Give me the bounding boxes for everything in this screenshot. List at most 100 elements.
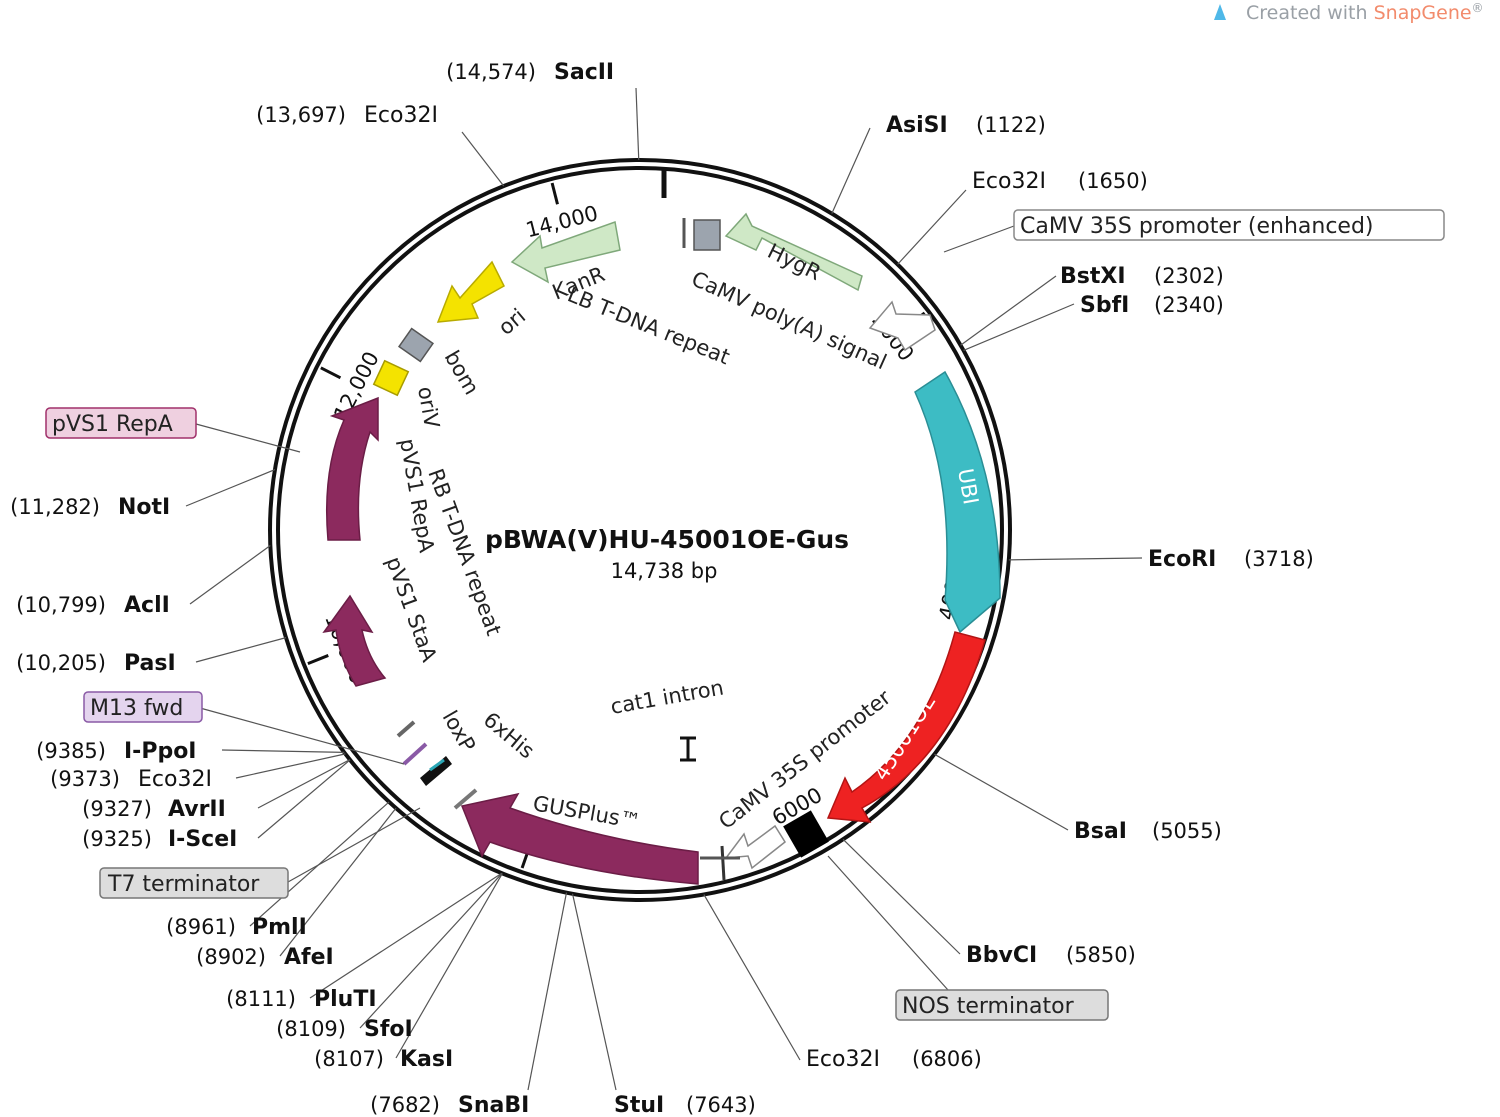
site-name-avrii: AvrII [168,797,226,822]
site-leader-lines [185,87,1143,1091]
boxed-callouts: CaMV 35S promoter (enhanced) NOS termina… [45,209,1445,1021]
callout-t7-terminator-box [99,867,289,899]
site-pos-ecori: (3718) [1244,547,1314,571]
site-pos-pluti: (8111) [226,987,296,1011]
site-pos-asisi: (1122) [976,113,1046,137]
cat1-intron-symbol [680,736,696,762]
site-pos-avrii: (9327) [82,797,152,821]
svg-text:Created with SnapGene®: Created with SnapGene® [1246,1,1484,24]
label-ori: ori [494,304,530,340]
site-leader-line [185,469,276,507]
feature-m13-marker [402,742,428,766]
site-leader-line [897,189,967,265]
feature-lb-tdna-box [693,219,721,251]
callout-leader-line [287,807,421,883]
feature-bom-box [397,327,435,363]
site-leader-line [1008,557,1143,561]
site-leader-line [195,637,287,663]
feature-hygr-arrow [724,212,863,292]
tick-mark [550,182,559,205]
site-name-bbvci: BbvCI [966,943,1037,968]
backbone-outer-strand [268,158,1012,902]
callout-nos-terminator-box [895,989,1109,1021]
callout-camv35s-enhanced: CaMV 35S promoter (enhanced) [1020,214,1374,239]
label-cat1-intron: cat1 intron [609,675,726,719]
feature-nos-terminator-box [783,810,829,858]
site-leader-line [934,753,1069,831]
callout-m13-fwd: M13 fwd [90,696,183,721]
site-leader-line [309,872,503,999]
feature-oriv-box [372,359,410,397]
site-leader-line [703,894,801,1061]
brand-prefix: Created with [1246,2,1374,24]
tick-mark [307,654,329,666]
site-leader-line [395,873,503,1059]
callout-pvs1-repa-box [45,407,197,439]
snapgene-logo-icon [1214,4,1226,20]
site-name-acli: AclI [124,593,170,618]
feature-arrows [322,212,1001,885]
label-bom: bom [440,347,484,399]
feature-lox-site-marker [453,788,478,810]
site-leader-line [461,131,505,187]
site-leader-line [571,893,617,1091]
site-leader-line [189,545,271,605]
callout-leader-line [943,225,1015,253]
label-loxp: loxP [438,707,480,756]
site-name-sacii: SacII [554,60,614,85]
callout-leader-line [195,423,301,453]
site-pos-eco32i-13697: (13,697) [256,103,346,127]
site-pos-bbvci: (5850) [1066,943,1136,967]
feature-ubi-arrow [914,370,1001,634]
site-leader-line [831,127,871,214]
site-name-ecori: EcoRI [1148,547,1216,572]
site-name-eco32i-9373: Eco32I [138,767,212,792]
site-pos-sfoi: (8109) [276,1017,346,1041]
site-name-pluti: PluTI [314,987,377,1012]
site-pos-sacii: (14,574) [446,60,536,84]
site-leader-line [359,872,503,1029]
site-name-eco32i-1650: Eco32I [972,169,1046,194]
site-pos-pasi: (10,205) [16,651,106,675]
site-pos-eco32i-1650: (1650) [1078,169,1148,193]
site-pos-stui: (7643) [686,1093,756,1117]
site-name-asisi: AsiSI [886,113,948,138]
feature-kanr-arrow [510,220,621,284]
site-labels: (14,574) SacII (13,697) Eco32I AsiSI (11… [10,60,1314,1117]
site-name-pasi: PasI [124,651,176,676]
site-name-kasi: KasI [400,1047,453,1072]
site-name-afei: AfeI [284,945,334,970]
brand-mark: ® [1472,1,1484,15]
feature-rb-tdna-marker [396,720,416,738]
site-name-eco32i-6806: Eco32I [806,1047,880,1072]
site-name-snabi: SnaBI [458,1093,529,1117]
site-leader-line [257,759,351,809]
callout-leader-line [827,855,949,991]
site-name-noti: NotI [118,495,170,520]
site-pos-sbfi: (2340) [1154,293,1224,317]
site-leader-line [842,838,961,955]
label-pvs1-staa: pVS1 StaA [381,554,441,666]
site-name-sfoi: SfoI [364,1017,413,1042]
brand-name: SnapGene [1374,2,1472,24]
site-leader-line [635,87,640,161]
feature-pvs1-staa-arrow [322,594,387,687]
site-name-bsai: BsaI [1074,819,1127,844]
site-pos-i-ppoi: (9385) [36,739,106,763]
callout-leader-line [199,707,405,765]
site-name-i-ppoi: I-PpoI [124,739,197,764]
site-leader-line [235,753,346,779]
site-name-bstxi: BstXI [1060,264,1126,289]
site-pos-noti: (11,282) [10,495,100,519]
site-pos-bsai: (5055) [1152,819,1222,843]
site-leader-line [960,275,1057,346]
site-leader-line [963,303,1075,352]
label-oriv: oriV [413,385,444,431]
site-name-eco32i-13697: Eco32I [364,103,438,128]
callout-pvs1-repa: pVS1 RepA [52,412,173,437]
plasmid-size: 14,738 bp [611,559,718,583]
feature-6xhis-mark [429,758,445,772]
site-pos-kasi: (8107) [314,1047,384,1071]
feature-camv35s-arrow [724,824,786,870]
site-name-pmli: PmlI [252,915,307,940]
